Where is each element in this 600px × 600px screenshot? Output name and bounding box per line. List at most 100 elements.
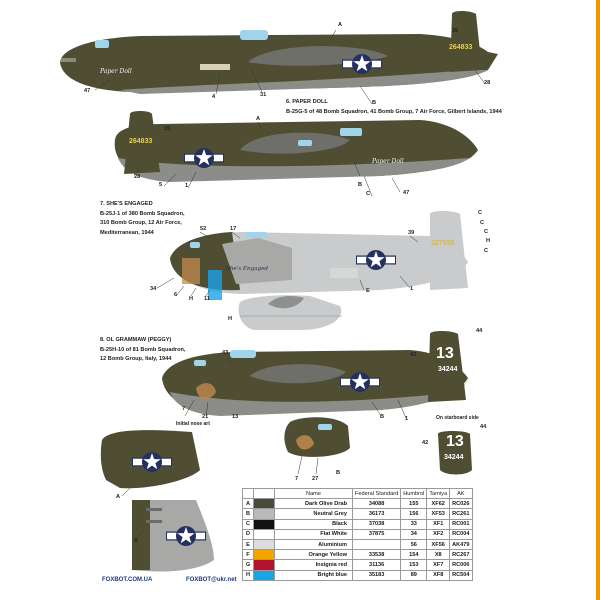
tail-number-starboard: 13 xyxy=(446,433,464,450)
footer-email: FOXBOT@ukr.net xyxy=(186,577,237,583)
callout-p2-5: 5 xyxy=(159,182,163,188)
paint-tamiya: XF7 xyxy=(426,559,451,571)
callout-p3-h2: H xyxy=(189,296,194,302)
paint-ak: AK479 xyxy=(449,538,473,551)
paint-ak: RC261 xyxy=(449,508,473,520)
caption-ol-grammaw-title: 8. OL GRAMMAW (PEGGY) xyxy=(100,337,172,343)
callout-p4-44: 44 xyxy=(476,328,483,334)
nacelle-detail xyxy=(238,295,342,330)
paint-humbrol: 153 xyxy=(400,559,428,571)
paint-name: Orange Yellow xyxy=(274,549,353,561)
paint-swatch xyxy=(253,528,275,540)
paint-key: D xyxy=(242,528,254,540)
paint-key: F xyxy=(242,549,254,561)
tail-serial-ol-grammaw: 34244 xyxy=(438,366,458,373)
paint-ak: RC026 xyxy=(449,498,473,510)
aircraft-profile-ol-grammaw xyxy=(162,331,468,416)
nose-art-name-shes-engaged: She's Engaged xyxy=(226,266,269,272)
callout-p4-21: 21 xyxy=(202,414,209,420)
nose-art-name-paper-doll-1: Paper Doll xyxy=(100,68,132,75)
callout-p3-h3: H xyxy=(228,316,233,322)
callout-p1-28: 28 xyxy=(484,80,491,86)
callout-p4-43: 43 xyxy=(222,350,229,356)
callout-p2-c: C xyxy=(366,191,371,197)
callout-p2-35: 35 xyxy=(164,126,171,132)
callout-leader-lines xyxy=(94,29,486,539)
callout-p2-47: 47 xyxy=(403,190,410,196)
paint-reference-table: Name Federal Standard Humbrol Tamiya AK … xyxy=(242,487,473,581)
paint-tamiya: XF1 xyxy=(426,518,451,530)
callout-p3-c1: C xyxy=(478,210,483,216)
paint-humbrol: 156 xyxy=(400,508,428,520)
paint-federal-standard: 37875 xyxy=(351,528,402,540)
callout-p3-17: 17 xyxy=(230,226,237,232)
callout-p5-a1: A xyxy=(116,494,121,500)
caption-shes-engaged-line3: Mediterranean, 1944 xyxy=(100,229,154,236)
note-initial-nose-art: Initial nose art xyxy=(176,421,210,427)
paint-name: Aluminium xyxy=(274,538,353,551)
callout-p5-7: 7 xyxy=(295,476,299,482)
callout-p5-a2: A xyxy=(134,538,139,544)
callout-p3-11: 11 xyxy=(204,296,210,302)
callout-p1-31: 31 xyxy=(260,92,267,98)
paint-federal-standard: 33538 xyxy=(351,549,402,561)
paint-federal-standard: 37038 xyxy=(351,518,402,530)
paint-ak: RC006 xyxy=(449,559,473,571)
aircraft-profile-paper-doll-starboard xyxy=(60,11,498,94)
paint-name: Flat White xyxy=(274,528,353,540)
paint-humbrol: 33 xyxy=(400,518,428,530)
paint-federal-standard: 35183 xyxy=(351,569,402,581)
paint-tamiya: X8 xyxy=(426,549,451,561)
paint-key: C xyxy=(242,518,254,530)
paint-key: G xyxy=(242,559,254,571)
paint-swatch xyxy=(253,559,275,571)
paint-tamiya: XF2 xyxy=(426,528,451,540)
paint-swatch xyxy=(253,569,275,581)
callout-p5-44: 44 xyxy=(480,424,487,430)
paint-tamiya: XF62 xyxy=(426,498,451,510)
paint-humbrol: 56 xyxy=(400,538,428,551)
tail-serial-paper-doll-port: 264833 xyxy=(129,138,153,145)
callout-p3-52: 52 xyxy=(200,226,207,232)
paint-tamiya: XF56 xyxy=(426,538,451,551)
paint-swatch xyxy=(253,508,275,520)
paint-swatch xyxy=(253,498,275,510)
callout-p1-47: 47 xyxy=(84,88,91,94)
callout-p3-6: 6 xyxy=(174,292,178,298)
callout-p3-39: 39 xyxy=(408,230,415,236)
caption-ol-grammaw: 8. OL GRAMMAW (PEGGY) B-25H-10 of 81 Bom… xyxy=(100,336,185,365)
paint-table-humbrol-header: Humbrol xyxy=(400,487,428,500)
paint-table-header-row: Name Federal Standard Humbrol Tamiya AK xyxy=(242,487,473,500)
callout-p2-a: A xyxy=(256,116,261,122)
paint-table-name-header: Name xyxy=(274,487,353,500)
paint-humbrol: 154 xyxy=(400,549,428,561)
aircraft-profile-shes-engaged xyxy=(170,211,468,300)
note-starboard-side: On starboard side xyxy=(436,415,479,421)
wing-underside-detail xyxy=(132,500,214,572)
paint-federal-standard: 34088 xyxy=(351,498,402,510)
tail-serial-starboard: 34244 xyxy=(444,454,464,461)
callout-p1-4: 4 xyxy=(212,94,216,100)
paint-ak: RC001 xyxy=(449,518,473,530)
caption-shes-engaged-line2: 310 Bomb Group, 12 Air Force, xyxy=(100,220,182,226)
callout-p4-13: 13 xyxy=(232,414,239,420)
aircraft-profile-paper-doll-port xyxy=(114,111,479,182)
accent-edge-bar xyxy=(596,0,600,600)
paint-swatch xyxy=(253,538,275,551)
paint-name: Dark Olive Drab xyxy=(274,498,353,510)
callout-p3-34: 34 xyxy=(150,286,157,292)
callout-p3-h: H xyxy=(486,238,491,244)
paint-tamiya: XF53 xyxy=(426,508,451,520)
caption-shes-engaged: 7. SHE'S ENGAGED B-25J-1 of 380 Bomb Squ… xyxy=(100,200,185,238)
fuselage-detail-lower-left xyxy=(100,430,200,489)
callout-p2-b: B xyxy=(358,182,363,188)
paint-table-ak-header: AK xyxy=(449,487,473,500)
caption-shes-engaged-line1: B-25J-1 of 380 Bomb Squadron, xyxy=(100,210,185,217)
paint-ak: RC267 xyxy=(449,549,473,561)
paint-federal-standard xyxy=(351,538,402,551)
